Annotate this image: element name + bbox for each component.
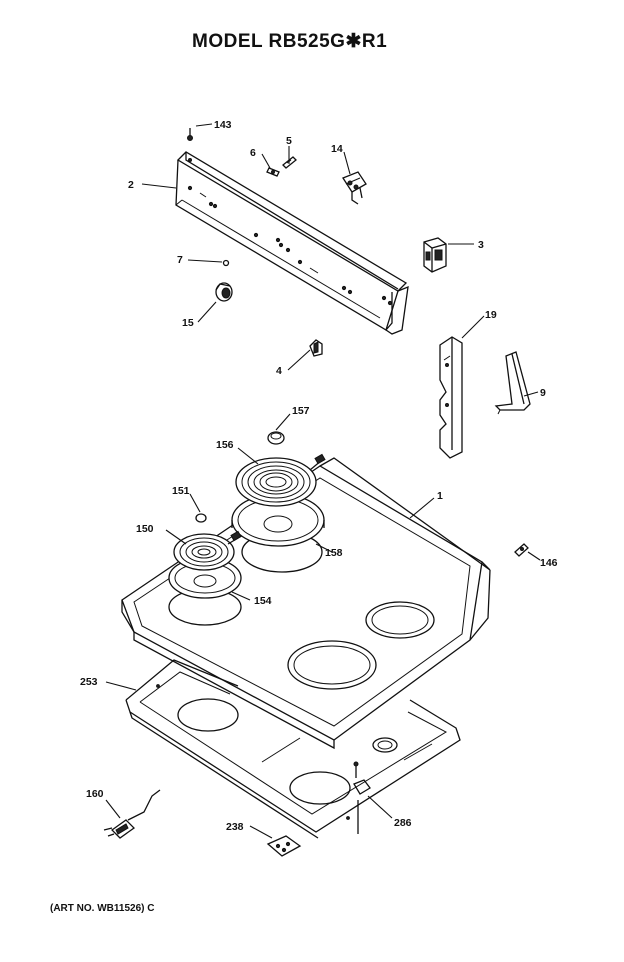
knob-part-4 (309, 339, 323, 357)
label-286: 286 (394, 817, 412, 829)
part-number-labels: 143 5 6 14 2 3 7 15 19 4 9 157 156 151 1… (80, 119, 558, 833)
bracket-part-19 (439, 336, 463, 459)
clip-part-6 (266, 167, 280, 177)
screw-part-7 (222, 259, 230, 267)
label-253: 253 (80, 676, 98, 688)
label-2: 2 (128, 179, 134, 191)
cord-plug-part-160 (103, 789, 161, 839)
label-146: 146 (540, 557, 558, 569)
art-number: (ART NO. WB11526) C (50, 903, 155, 914)
diagram-title: MODEL RB525G✱R1 (192, 31, 388, 52)
surface-unit-large-part-156 (235, 453, 326, 507)
label-151: 151 (172, 485, 190, 497)
label-14: 14 (331, 143, 343, 155)
surface-unit-small-part-150 (173, 530, 242, 571)
label-19: 19 (485, 309, 497, 321)
backguard-panel (175, 151, 409, 335)
label-238: 238 (226, 821, 244, 833)
label-143: 143 (214, 119, 232, 131)
plate-part-238 (266, 835, 302, 857)
label-3: 3 (478, 239, 484, 251)
switch-part-14 (342, 171, 367, 205)
leader-lines (105, 123, 541, 839)
screw-part-143 (187, 128, 193, 162)
terminal-block-part-3 (423, 237, 447, 273)
cap-part-157 (267, 431, 285, 445)
drip-pan-part-154 (168, 557, 242, 599)
ring-part-151 (195, 513, 207, 523)
label-154: 154 (254, 595, 272, 607)
label-9: 9 (540, 387, 546, 399)
label-4: 4 (276, 365, 282, 377)
burner-box-part-253 (125, 659, 461, 839)
label-7: 7 (177, 254, 183, 266)
label-6: 6 (250, 147, 256, 159)
label-150: 150 (136, 523, 154, 535)
label-160: 160 (86, 788, 104, 800)
bracket-part-9 (494, 351, 531, 415)
label-158: 158 (325, 547, 343, 559)
clip-part-146 (514, 543, 529, 557)
label-156: 156 (216, 439, 234, 451)
label-15: 15 (182, 317, 194, 329)
label-5: 5 (286, 135, 292, 147)
receptacle-part-286 (353, 761, 371, 834)
label-157: 157 (292, 405, 310, 417)
knob-part-15 (215, 282, 233, 302)
label-1: 1 (437, 490, 443, 502)
